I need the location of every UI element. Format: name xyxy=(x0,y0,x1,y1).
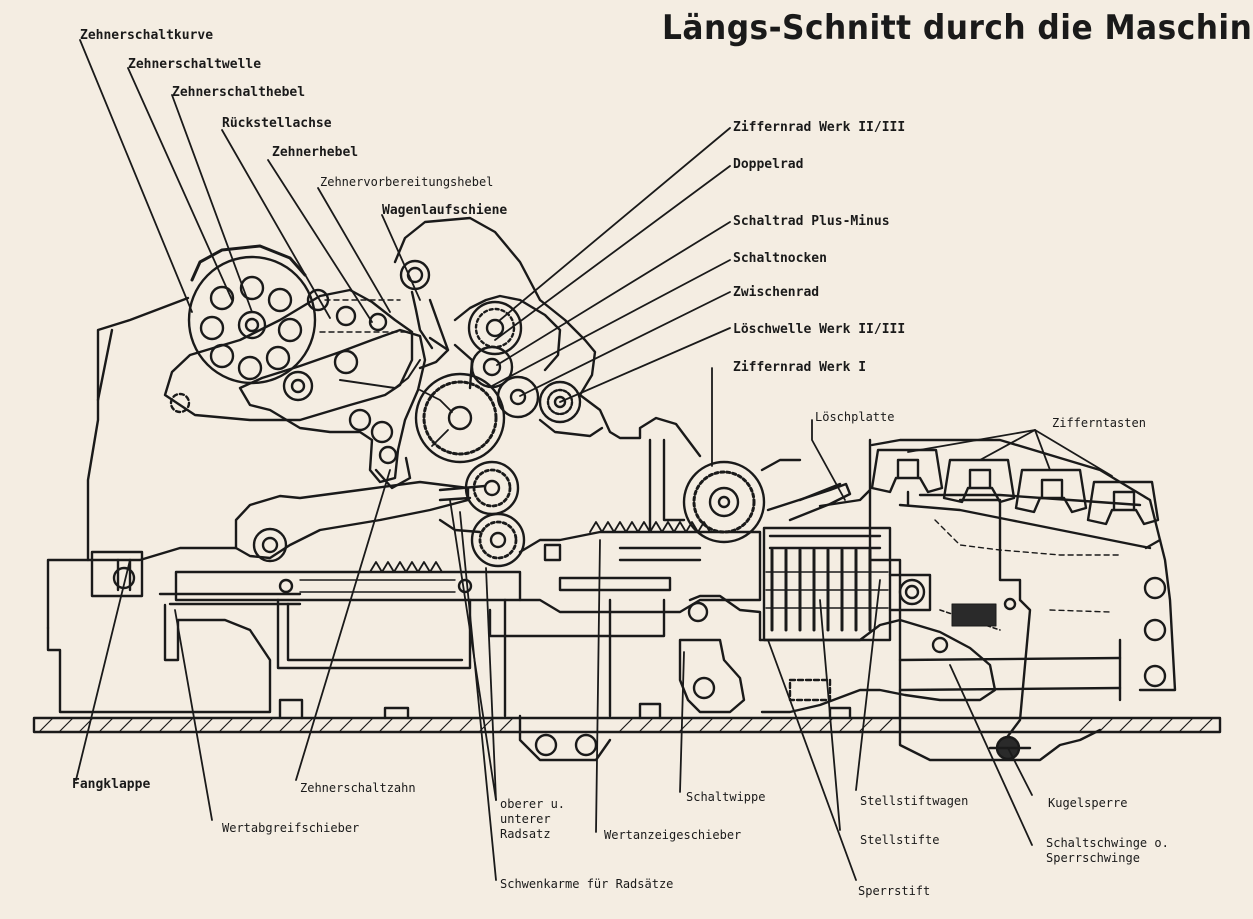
label-schaltwippe: Schaltwippe xyxy=(686,790,766,804)
label-wagenlaufschiene: Wagenlaufschiene xyxy=(382,203,508,218)
label-zehnerschaltkurve: Zehnerschaltkurve xyxy=(80,28,214,43)
value-slides xyxy=(174,480,762,762)
label-stellstifte: Stellstifte xyxy=(860,833,940,847)
label-doppelrad: Doppelrad xyxy=(733,157,804,172)
label-sperrstift: Sperrstift xyxy=(858,884,931,898)
key-tops xyxy=(870,448,1162,550)
label-zehnervorbereitungshebel: Zehnervorbereitungshebel xyxy=(320,175,494,189)
label-schwenkarme: Schwenkarme für Radsätze xyxy=(500,877,674,891)
digit-wheel-werk-1 xyxy=(648,438,802,544)
label-wertabgreifschieber: Wertabgreifschieber xyxy=(222,821,360,835)
label-loeschplatte: Löschplatte xyxy=(815,410,895,424)
label-ziffernrad-werk-2-3: Ziffernrad Werk II/III xyxy=(733,120,906,135)
tens-carry-assembly xyxy=(163,244,427,490)
label-schaltnocken: Schaltnocken xyxy=(733,251,827,266)
setting-pin-carriage xyxy=(762,482,932,642)
carriage-housing xyxy=(393,216,702,464)
label-zehnerhebel: Zehnerhebel xyxy=(272,145,359,160)
label-zehnerschalthebel: Zehnerschalthebel xyxy=(172,85,306,100)
label-loeschwelle-werk-2-3: Löschwelle Werk II/III xyxy=(733,322,906,337)
left-housing xyxy=(46,296,302,714)
label-schaltschwinge: Schaltschwinge o. Sperrschwinge xyxy=(1046,836,1169,865)
label-fangklappe: Fangklappe xyxy=(72,777,151,792)
label-rueckstellachse: Rückstellachse xyxy=(222,116,332,131)
label-schaltrad-plus-minus: Schaltrad Plus-Minus xyxy=(733,214,890,229)
label-oberer-unterer-radsatz: oberer u. unterer Radsatz xyxy=(500,797,566,841)
label-zehnerschaltwelle: Zehnerschaltwelle xyxy=(128,57,262,72)
label-stellstiftwagen: Stellstiftwagen xyxy=(860,794,969,808)
diagram-title: Längs-Schnitt durch die Maschine xyxy=(662,8,1253,48)
label-zehnerschaltzahn: Zehnerschaltzahn xyxy=(300,781,416,795)
base-plate xyxy=(32,698,1222,734)
keyboard-frame xyxy=(868,438,1177,762)
label-zwischenrad: Zwischenrad xyxy=(733,285,820,300)
label-zifferntasten: Zifferntasten xyxy=(1052,416,1146,430)
label-kugelsperre: Kugelsperre xyxy=(1048,796,1128,810)
label-ziffernrad-werk-1: Ziffernrad Werk I xyxy=(733,360,867,375)
leader-lines xyxy=(75,39,1113,881)
label-wertanzeigeschieber: Wertanzeigeschieber xyxy=(604,828,742,842)
